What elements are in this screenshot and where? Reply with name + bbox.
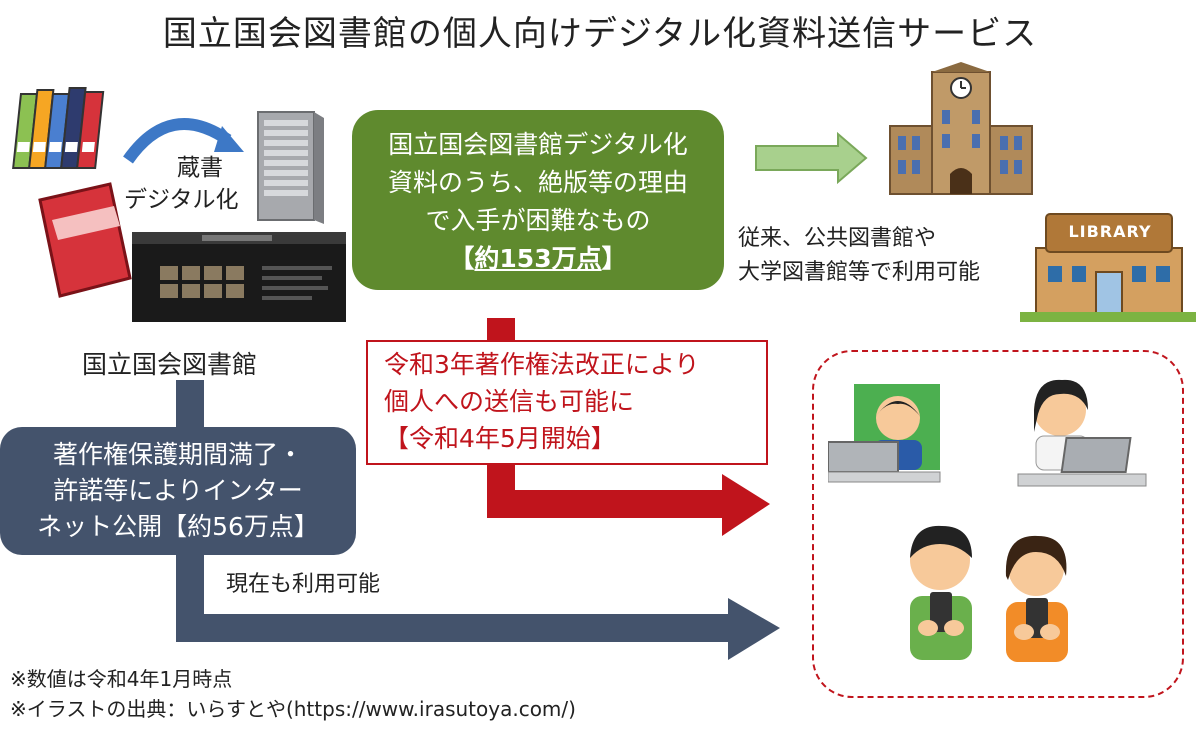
digitize-label-line2: デジタル化 [124, 187, 239, 213]
navy-arrow-head [728, 598, 780, 660]
libraries-label: 従来、公共図書館や 大学図書館等で利用可能 [738, 222, 980, 290]
green-box-line1: 国立国会図書館デジタル化 [388, 130, 688, 159]
digitize-arrow-head [214, 126, 244, 152]
library-sign: LIBRARY [1068, 222, 1152, 241]
woman-laptop-icon [1017, 379, 1147, 487]
digitize-label: 蔵書 [150, 152, 250, 184]
university-icon [889, 62, 1033, 195]
red-connector-horizontal [487, 490, 727, 518]
green-box-count: 約153万点 [474, 244, 602, 273]
books-icon [12, 87, 105, 169]
light-green-arrow [755, 131, 868, 185]
green-box-line2: 資料のうち、絶版等の理由 [387, 168, 688, 197]
green-box-bracket-open: 【 [449, 244, 475, 273]
footnotes: ※数値は令和4年1月時点 ※イラストの出典：いらすとや(https://www.… [10, 664, 576, 724]
ndl-label: 国立国会図書館 [82, 350, 258, 379]
public-internet-box: 著作権保護期間満了・ 許諾等によりインター ネット公開【約56万点】 [0, 427, 356, 555]
footnote-date: ※数値は令和4年1月時点 [10, 667, 233, 691]
individual-users-area [812, 350, 1184, 698]
digitized-materials-box: 国立国会図書館デジタル化 資料のうち、絶版等の理由 で入手が困難なもの 【約15… [352, 110, 724, 290]
navy-connector-horizontal [176, 614, 732, 642]
digitize-label-line1: 蔵書 [177, 155, 223, 181]
girl-smartphone-icon [1005, 535, 1068, 662]
red-box-line3: 【令和4年5月開始】 [384, 424, 616, 453]
navy-box-line2: 許諾等によりインター [53, 476, 303, 505]
footnote-illustration-credit: ※イラストの出典：いらすとや(https://www.irasutoya.com… [10, 697, 576, 721]
copyright-amendment-box: 令和3年著作権法改正により 個人への送信も可能に 【令和4年5月開始】 [366, 340, 768, 465]
currently-available-label: 現在も利用可能 [226, 572, 381, 597]
green-box-line3: で入手が困難なもの [425, 206, 651, 235]
red-book-icon [38, 182, 132, 298]
navy-box-line3: ネット公開【約56万点】 [37, 512, 319, 541]
digitize-curve-arrow [123, 118, 232, 164]
libraries-label-line1: 従来、公共図書館や [738, 226, 937, 251]
red-box-line1: 令和3年著作権法改正により [384, 350, 700, 379]
red-arrow-head [722, 474, 770, 536]
library-building-icon [1020, 213, 1196, 322]
navy-box-line1: 著作権保護期間満了・ [52, 440, 303, 469]
libraries-label-line2: 大学図書館等で利用可能 [738, 260, 981, 285]
server-icon [257, 111, 324, 224]
red-box-line2: 個人への送信も可能に [384, 387, 635, 416]
boy-smartphone-icon [910, 525, 972, 660]
green-box-bracket-close: 】 [601, 244, 627, 273]
digital-collection-screenshot [132, 232, 346, 322]
page-title: 国立国会図書館の個人向けデジタル化資料送信サービス [162, 14, 1038, 54]
person-laptop-icon [828, 384, 941, 483]
green-box-line4: 【約153万点】 [352, 240, 724, 278]
